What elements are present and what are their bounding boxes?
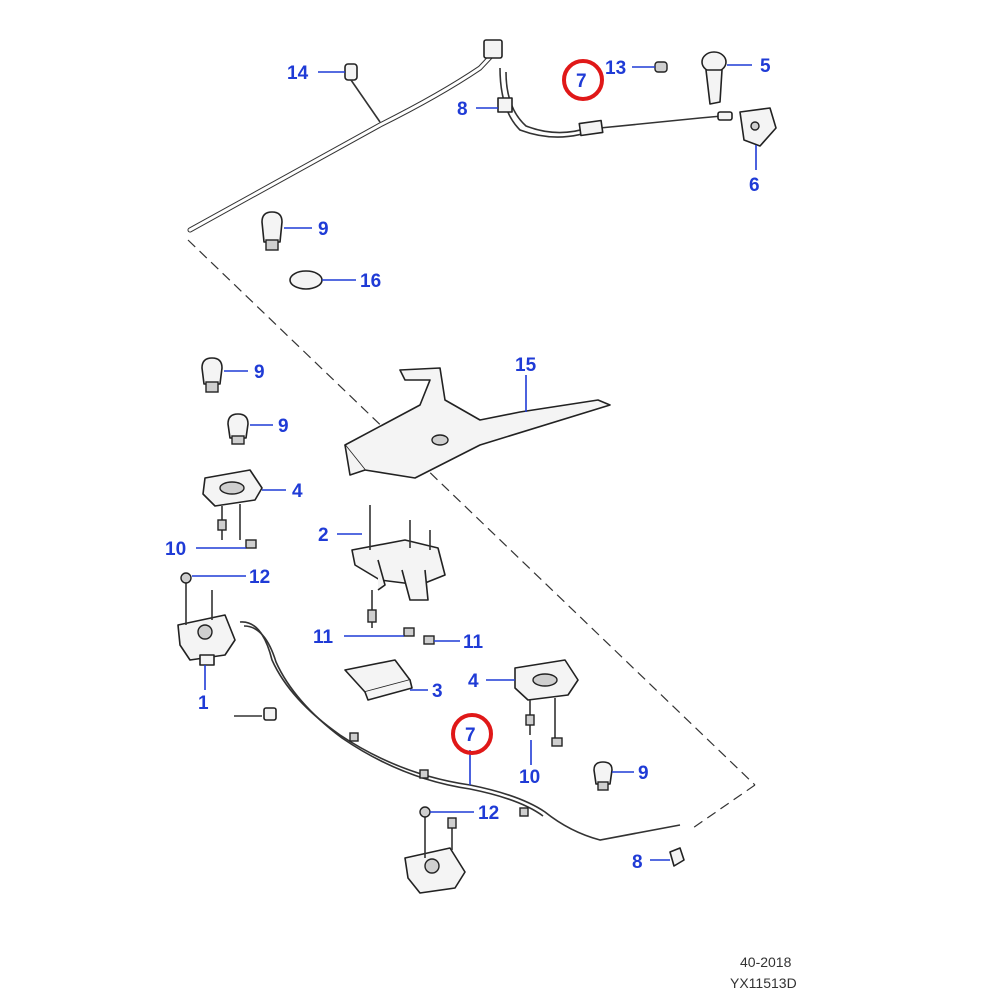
handle-5 [701, 51, 727, 105]
callout-7-bottom: 7 [465, 725, 476, 746]
bump-stop-9b [201, 357, 223, 393]
bump-stop-9c [227, 413, 249, 445]
lever-6 [717, 107, 777, 147]
callouts: 14 13 5 7 8 6 9 16 9 15 9 4 2 10 12 11 1… [165, 56, 771, 873]
dashed-boundary [187, 239, 756, 831]
bolt-13 [654, 61, 668, 73]
callout-2: 2 [318, 525, 329, 546]
callout-9-a: 9 [318, 219, 329, 240]
callout-11-left: 11 [313, 627, 334, 648]
callout-12-top: 12 [249, 567, 270, 588]
callout-16: 16 [360, 271, 381, 292]
figure-reference-line2: YX11513D [730, 975, 797, 991]
callout-3: 3 [432, 681, 443, 702]
callout-6: 6 [749, 175, 760, 196]
callout-15: 15 [515, 355, 537, 376]
lower-release-cable [234, 621, 681, 841]
callout-7-top: 7 [576, 71, 587, 92]
bump-stop-9a [261, 211, 283, 251]
callout-9-c: 9 [278, 416, 289, 437]
callout-4-left: 4 [292, 481, 303, 502]
highlight-ring-top [562, 59, 604, 101]
callout-8-top: 8 [457, 99, 468, 120]
upper-release-cable [187, 39, 723, 233]
cross-bracket-15 [344, 367, 611, 479]
callout-13: 13 [605, 58, 626, 79]
clip-8-bottom [669, 847, 685, 867]
figure-reference-line1: 40-2018 [740, 954, 792, 970]
cable-clip-14 [344, 63, 381, 123]
leader-lines [192, 64, 757, 861]
primary-latch-1 [177, 572, 236, 666]
plug-16 [289, 270, 323, 290]
callout-10-right: 10 [519, 767, 540, 788]
bump-stop-9d [593, 761, 613, 791]
callout-11-right: 11 [463, 632, 484, 653]
callout-10-left: 10 [165, 539, 186, 560]
highlight-ring-bottom [451, 713, 493, 755]
pad-3 [344, 659, 413, 701]
lower-latch [404, 806, 466, 894]
callout-9-b: 9 [254, 362, 265, 383]
callout-8-bottom: 8 [632, 852, 643, 873]
callout-12-bottom: 12 [478, 803, 499, 824]
striker-4-right [514, 659, 579, 747]
striker-4-left [202, 469, 263, 549]
callout-5: 5 [760, 56, 771, 77]
secondary-latch-2 [351, 505, 446, 645]
callout-14: 14 [287, 63, 309, 84]
callout-1: 1 [198, 693, 209, 714]
callout-9-d: 9 [638, 763, 649, 784]
callout-4-right: 4 [468, 671, 479, 692]
